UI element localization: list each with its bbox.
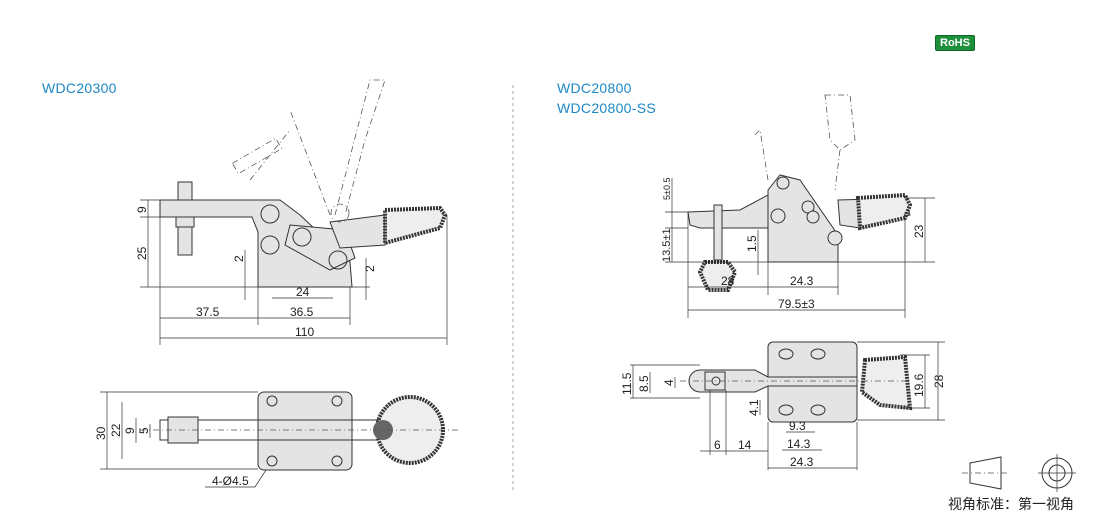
left-side-view: 9 25 2 2 24 36.5 37.5 110 bbox=[135, 79, 448, 345]
dim-2-left: 2 bbox=[232, 255, 246, 262]
dim-23: 23 bbox=[912, 224, 926, 238]
dim-24-3-side: 24.3 bbox=[790, 274, 814, 288]
dim-4: 4 bbox=[662, 379, 676, 386]
right-top-view: 11.5 8.5 4 4.1 6 14 9.3 14.3 24.3 19.6 2… bbox=[620, 341, 946, 470]
dim-22: 22 bbox=[109, 423, 123, 437]
left-top-view: 30 22 9 5 4-Ø4.5 bbox=[94, 391, 460, 488]
dim-14-3: 14.3 bbox=[787, 437, 811, 451]
dim-8-5: 8.5 bbox=[637, 375, 651, 392]
left-model-title: WDC20300 bbox=[42, 80, 117, 96]
dim-13-5-tol: 13.5±1 bbox=[661, 228, 673, 262]
dim-19-6: 19.6 bbox=[912, 373, 926, 397]
holes-label: 4-Ø4.5 bbox=[212, 474, 249, 488]
dim-28: 28 bbox=[721, 274, 735, 288]
dim-79-5: 79.5±3 bbox=[778, 297, 815, 311]
dim-11-5: 11.5 bbox=[620, 372, 634, 395]
right-model-title-2: WDC20800-SS bbox=[557, 100, 657, 116]
dim-2-right: 2 bbox=[363, 265, 377, 272]
dim-36-5: 36.5 bbox=[290, 305, 314, 319]
right-model-title-1: WDC20800 bbox=[557, 80, 632, 96]
dim-9: 9 bbox=[135, 206, 149, 213]
dim-28-top: 28 bbox=[932, 374, 946, 388]
rohs-badge: RoHS bbox=[935, 35, 975, 51]
dim-37-5: 37.5 bbox=[196, 305, 220, 319]
projection-label: 视角标准：第一视角 bbox=[948, 497, 1074, 513]
dim-24-3-top: 24.3 bbox=[790, 455, 814, 469]
dim-1-5: 1.5 bbox=[745, 235, 759, 252]
dim-4-1: 4.1 bbox=[747, 399, 761, 416]
dim-9-top: 9 bbox=[123, 427, 137, 434]
dim-5-tol: 5±0.5 bbox=[662, 178, 672, 200]
first-angle-projection-symbol bbox=[962, 454, 1076, 492]
dim-9-3: 9.3 bbox=[789, 419, 806, 433]
dim-110: 110 bbox=[295, 325, 314, 339]
dim-25: 25 bbox=[135, 246, 149, 260]
dim-6: 6 bbox=[714, 438, 721, 452]
dim-30: 30 bbox=[94, 426, 108, 440]
dim-24: 24 bbox=[296, 285, 310, 299]
dim-5: 5 bbox=[137, 427, 151, 434]
right-side-view: 5±0.5 13.5±1 1.5 28 24.3 79.5±3 23 bbox=[661, 94, 935, 318]
dim-14: 14 bbox=[738, 438, 752, 452]
